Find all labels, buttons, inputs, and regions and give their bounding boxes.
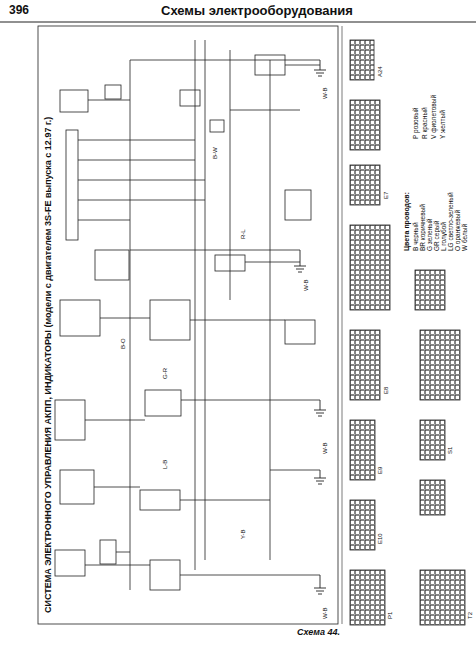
wire-color-code: Y-B	[240, 529, 247, 540]
wire-color-code: R-L	[240, 228, 247, 240]
connector-code: E10	[377, 532, 384, 545]
page-heading: Схемы электрооборудования	[160, 4, 354, 18]
legend-entry: W белый	[461, 223, 468, 252]
legend-entry: P розовый	[412, 107, 419, 140]
system-title: СИСТЕМА ЭЛЕКТРОННОГО УПРАВЛЕНИЯ АКПП, ИН…	[44, 116, 54, 614]
wire-color-code: W-B	[322, 606, 329, 620]
connector-code: P1	[387, 611, 394, 620]
wire-color-code: L-B	[162, 459, 169, 470]
connector-code: T2	[467, 611, 474, 620]
wire-color-code: W-B	[303, 278, 310, 292]
legend-heading: Цвета проводов:	[403, 191, 411, 252]
wire-color-code: G-R	[162, 367, 169, 380]
legend-entry: R красный	[421, 106, 428, 140]
wire-color-code: B-W	[212, 146, 219, 160]
connector-code: E8	[383, 386, 390, 395]
figure-caption: Схема 44.	[296, 628, 341, 638]
legend-entry: Y желтый	[439, 109, 446, 140]
connector-code: E7	[383, 191, 390, 200]
legend-entry: V фиолетовый	[430, 94, 437, 140]
page-number: 396	[8, 4, 30, 17]
connector-code: S1	[447, 446, 454, 455]
connector-code: A24	[377, 65, 384, 78]
wire-color-code: W-B	[322, 441, 329, 455]
connector-code: E9	[377, 466, 384, 475]
wire-color-code: B-O	[120, 337, 127, 350]
wire-color-code: W-B	[322, 86, 329, 100]
